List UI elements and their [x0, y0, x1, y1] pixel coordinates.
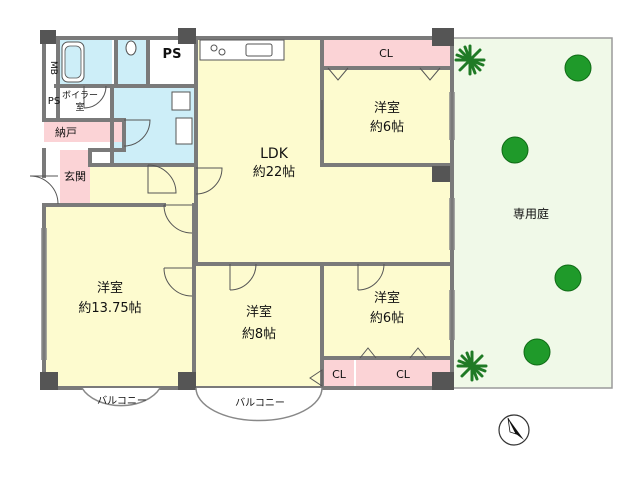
- column: [178, 28, 196, 44]
- entrance-label: 玄関: [64, 169, 86, 183]
- western-s-fill: [196, 262, 322, 388]
- stove-burner: [210, 44, 218, 52]
- tree-icon: [501, 136, 529, 164]
- labels: LDK 約22帖 洋室 約6帖 洋室 約13.75帖 洋室 約8帖 洋室 約6帖…: [48, 47, 549, 409]
- western-ne-fill: [322, 68, 450, 165]
- western-s-size: 約8帖: [242, 327, 276, 342]
- cl-top-label: CL: [379, 47, 394, 60]
- balcony-mid-label: バルコニー: [235, 397, 285, 409]
- tree-icon: [523, 338, 551, 366]
- balcony-mid-outline: [195, 387, 323, 422]
- cl-bottom-small-fill: [324, 360, 354, 388]
- western-ne-label: 洋室: [374, 100, 400, 116]
- storage-label: 納戸: [55, 126, 77, 139]
- entrance-fill: [60, 150, 90, 205]
- western-se-fill: [322, 262, 450, 360]
- western-ne-size: 約6帖: [370, 120, 404, 135]
- garden-plants: [454, 44, 592, 382]
- western-se-label: 洋室: [374, 290, 400, 306]
- cl-bottom-wide-label: CL: [396, 368, 411, 381]
- washbasin: [175, 117, 193, 145]
- column: [178, 372, 196, 390]
- garden-label: 専用庭: [513, 206, 549, 221]
- column: [40, 30, 56, 44]
- toilet: [125, 40, 137, 56]
- palm-icon: [456, 350, 488, 382]
- ldk-fill-east: [322, 165, 450, 264]
- room-fills: [44, 37, 613, 389]
- western-sw-fill: [44, 205, 194, 388]
- ldk-size: 約22帖: [253, 165, 296, 180]
- ps-top-label: PS: [163, 47, 182, 62]
- kitchen-sink: [245, 43, 273, 57]
- balcony-left-label: バルコニー: [97, 395, 147, 407]
- cl-bottom-small-label: CL: [332, 368, 347, 381]
- western-se-size: 約6帖: [370, 311, 404, 326]
- ps-small-label: PS: [48, 96, 60, 107]
- boiler-label-1: ボイラー: [62, 90, 98, 101]
- kitchen-counter: [199, 39, 285, 61]
- doors: [29, 67, 441, 387]
- md-fill: [44, 50, 58, 86]
- corridor-fill: [90, 165, 196, 205]
- balconies: [81, 387, 323, 422]
- western-s-label: 洋室: [246, 304, 272, 320]
- garden-area: [451, 37, 613, 389]
- tree-icon: [564, 54, 592, 82]
- fixtures: [61, 39, 285, 145]
- western-sw-label: 洋室: [97, 280, 123, 296]
- ldk-fill: [196, 38, 322, 264]
- tree-icon: [554, 264, 582, 292]
- ldk-label: LDK: [260, 146, 289, 162]
- column: [432, 166, 450, 182]
- columns: [40, 28, 454, 390]
- boiler-label-2: 室: [75, 101, 84, 113]
- bathtub-inner: [64, 45, 82, 79]
- western-sw-size: 約13.75帖: [78, 301, 141, 316]
- stove-burner: [218, 48, 226, 56]
- column: [432, 28, 454, 46]
- windows: [41, 92, 455, 360]
- palm-icon: [454, 44, 486, 76]
- cl-top-fill: [322, 38, 450, 68]
- north-arrow-icon: [498, 414, 530, 446]
- storage-fill: [44, 120, 124, 142]
- balcony-left-outline: [81, 387, 161, 407]
- column: [40, 372, 58, 390]
- md-label: MB: [48, 61, 58, 75]
- column: [432, 372, 454, 390]
- washer: [171, 91, 191, 111]
